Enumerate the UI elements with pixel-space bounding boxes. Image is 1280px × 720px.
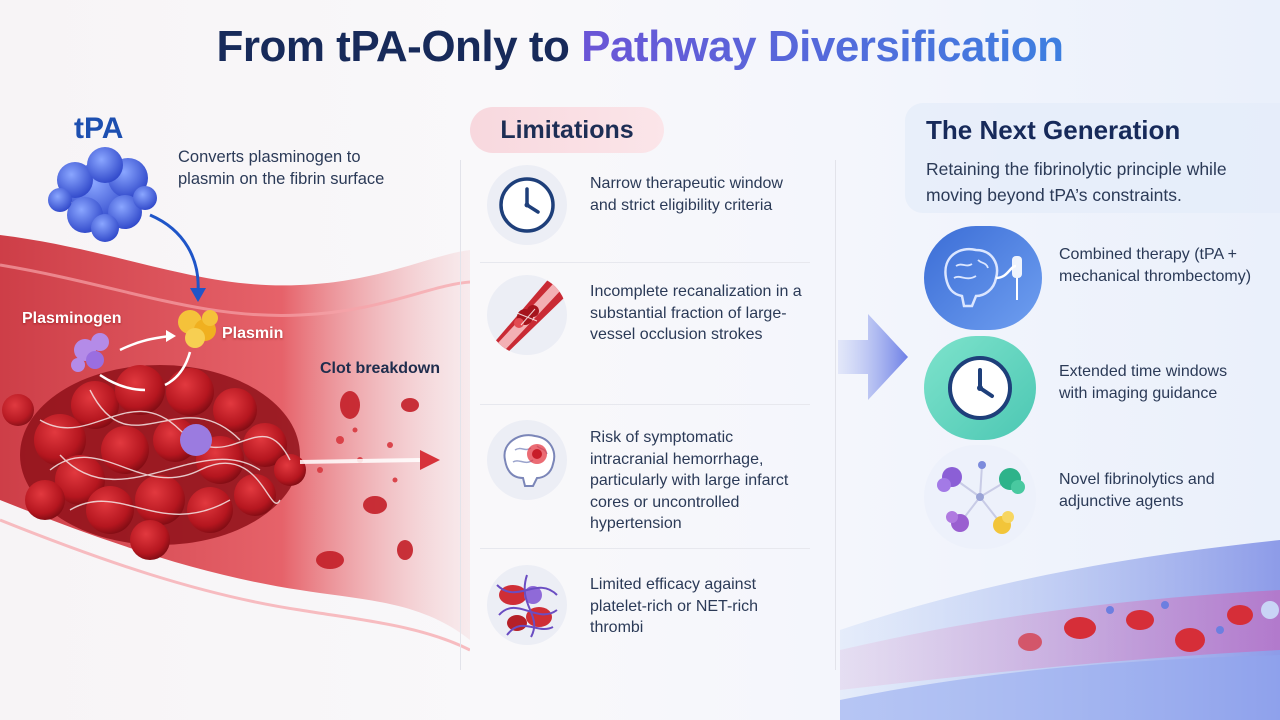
vessel-wave-illustration bbox=[840, 540, 1280, 720]
tpa-heading: tPA bbox=[74, 112, 124, 145]
tpa-molecule-icon bbox=[48, 147, 157, 242]
next-gen-text-1: Combined therapy (tPA + mechanical throm… bbox=[1059, 246, 1252, 285]
divider-row-3 bbox=[480, 548, 810, 549]
next-generation-card bbox=[905, 103, 1280, 213]
clock-icon bbox=[487, 165, 567, 245]
limitation-text-1: Narrow therapeutic window and strict eli… bbox=[590, 175, 783, 214]
next-gen-text-2: Extended time windows with imaging guida… bbox=[1059, 363, 1228, 402]
brain-hemorrhage-icon bbox=[487, 420, 567, 500]
limitation-text-3: Risk of symptomatic intracranial hemorrh… bbox=[590, 429, 789, 532]
limitations-heading: Limitations bbox=[470, 107, 664, 153]
transition-arrow-icon bbox=[838, 314, 908, 400]
tpa-mechanism-illustration bbox=[0, 147, 470, 652]
divider-left bbox=[460, 160, 461, 670]
page-title: From tPA-Only to Pathway Diversification bbox=[0, 22, 1280, 72]
limitation-text-4: Limited efficacy against platelet-rich o… bbox=[590, 576, 759, 636]
title-part-1: From tPA-Only to bbox=[216, 22, 582, 71]
limitation-text-2: Incomplete recanalization in a substanti… bbox=[590, 283, 802, 343]
tpa-description: Converts plasminogen to plasmin on the f… bbox=[178, 148, 385, 188]
thrombus-mesh-icon bbox=[487, 565, 567, 645]
clock-icon-extended bbox=[924, 336, 1036, 440]
clot-breakdown-label: Clot breakdown bbox=[320, 360, 441, 377]
clot-fragments bbox=[2, 391, 419, 569]
next-generation-subtitle: Retaining the fibrinolytic principle whi… bbox=[926, 159, 1227, 205]
brain-device-icon bbox=[924, 226, 1042, 330]
divider-row-2 bbox=[480, 404, 810, 405]
plasmin-molecule-icon bbox=[178, 310, 218, 348]
clot-cluster bbox=[20, 365, 306, 560]
occluded-vessel-icon bbox=[487, 275, 567, 355]
divider-row-1 bbox=[480, 262, 810, 263]
divider-right bbox=[835, 160, 836, 670]
plasmin-label: Plasmin bbox=[222, 325, 284, 342]
plasminogen-label: Plasminogen bbox=[22, 310, 122, 327]
molecules-icon bbox=[924, 445, 1036, 549]
title-part-2: Pathway Diversification bbox=[581, 22, 1064, 71]
next-gen-text-3: Novel fibrinolytics and adjunctive agent… bbox=[1059, 471, 1215, 510]
plasminogen-molecule-icon bbox=[71, 333, 109, 372]
next-generation-heading: The Next Generation bbox=[926, 115, 1181, 145]
